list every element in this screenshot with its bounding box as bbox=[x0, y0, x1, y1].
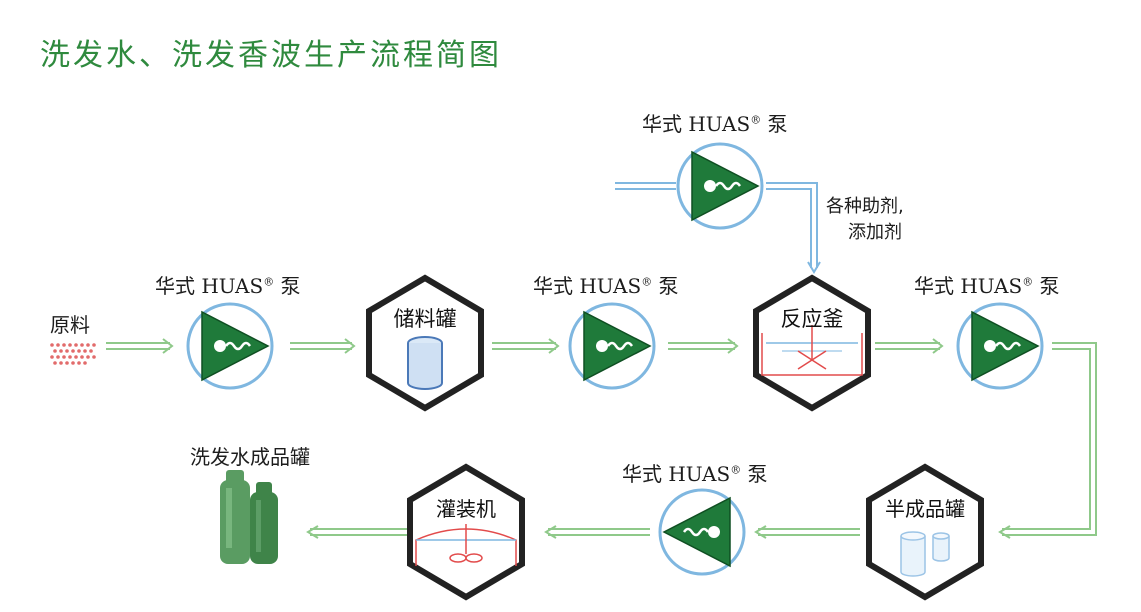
pump-1 bbox=[186, 302, 274, 390]
additive-lines bbox=[615, 182, 821, 274]
reactor-label: 反应釜 bbox=[781, 307, 844, 331]
semi-finished-tank-node bbox=[869, 467, 981, 597]
flow-lines bbox=[106, 338, 1097, 539]
semi-finished-tank-label: 半成品罐 bbox=[885, 497, 965, 521]
pump-label-2: 华式 HUAS® 泵 bbox=[533, 274, 679, 298]
raw-material-icon bbox=[50, 343, 96, 365]
page-title: 洗发水、洗发香波生产流程简图 bbox=[40, 38, 502, 73]
pump-label-top: 华式 HUAS® 泵 bbox=[642, 112, 788, 136]
reactor-node bbox=[756, 278, 868, 408]
pump-label-1: 华式 HUAS® 泵 bbox=[155, 274, 301, 298]
storage-tank-label: 储料罐 bbox=[394, 307, 457, 331]
raw-material-label: 原料 bbox=[50, 313, 90, 337]
additives-label-line2: 添加剂 bbox=[848, 222, 902, 243]
pump-3 bbox=[956, 302, 1044, 390]
additives-label-line1: 各种助剂, bbox=[826, 196, 904, 217]
finished-tank-label: 洗发水成品罐 bbox=[190, 445, 310, 469]
finished-product-bottles-icon bbox=[220, 470, 278, 564]
filling-machine-node bbox=[410, 467, 522, 597]
filling-machine-label: 灌装机 bbox=[436, 497, 496, 521]
pump-label-3: 华式 HUAS® 泵 bbox=[914, 274, 1060, 298]
pump-4 bbox=[658, 488, 746, 576]
storage-tank-node bbox=[369, 278, 481, 408]
pump-label-4: 华式 HUAS® 泵 bbox=[622, 462, 768, 486]
pump-top bbox=[676, 142, 764, 230]
pump-2 bbox=[568, 302, 656, 390]
